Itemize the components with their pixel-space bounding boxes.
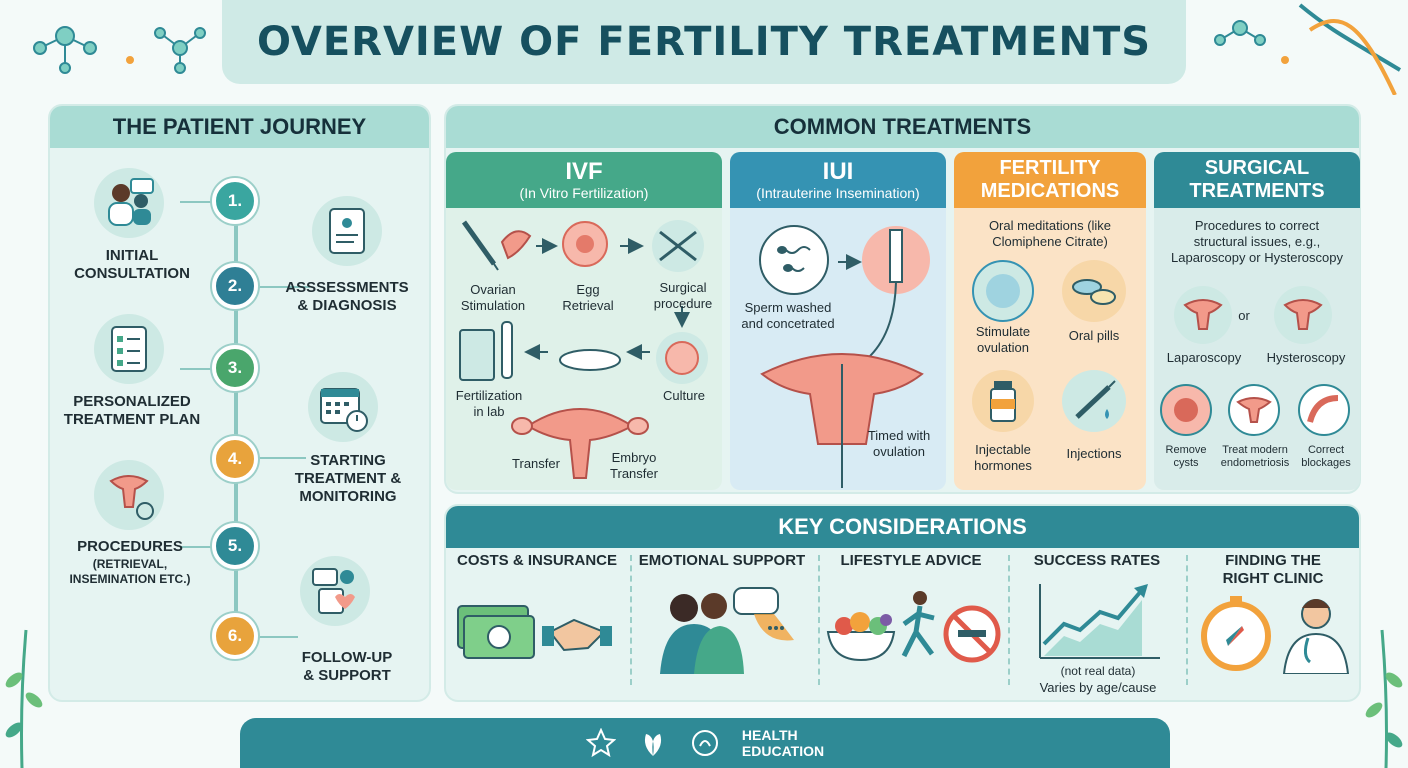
ivf-subtitle: (In Vitro Fertilization) <box>519 185 649 201</box>
blockage-icon <box>1298 384 1350 436</box>
iui-process-illustration <box>759 225 930 488</box>
lifestyle-fruit-running-icon <box>826 591 1001 663</box>
dna-decoration-icon <box>1214 3 1402 95</box>
leaf-decoration-icon <box>5 629 43 768</box>
journey-step-5: 5. <box>212 523 258 569</box>
uterus-procedure-icon <box>94 460 164 530</box>
oral-pills-icon <box>1062 260 1126 322</box>
emotional-support-hug-icon <box>660 587 794 674</box>
journey-step-3: 3. <box>212 345 258 391</box>
medication-injections: Injections <box>1066 446 1122 461</box>
ovulation-egg-icon <box>972 260 1034 322</box>
follow-up-support-icon <box>300 556 370 626</box>
journey-step-1: 1. <box>212 178 258 224</box>
key-emotional-support: EMOTIONAL SUPPORT <box>638 552 806 569</box>
surgical-laparoscopy: Laparoscopy <box>1166 350 1242 365</box>
journey-step-6-label: FOLLOW-UP& SUPPORT <box>301 649 393 684</box>
endometriosis-uterus-icon <box>1228 384 1280 436</box>
journey-step-2-label: ASSSESSMENTS& DIAGNOSIS <box>285 279 409 314</box>
success-rates-chart-icon <box>1039 584 1160 659</box>
journey-step-2: 2. <box>212 263 258 309</box>
journey-step-5-label: PROCEDURES <box>77 538 183 555</box>
key-considerations-panel: KEY CONSIDERATIONS <box>444 504 1361 702</box>
surgical-hysteroscopy: Hysteroscopy <box>1266 350 1346 365</box>
leaf-icon <box>644 734 661 756</box>
key-success-rates: SUCCESS RATES <box>1033 552 1161 569</box>
ivf-process-illustration <box>459 220 708 479</box>
molecule-decoration-icon <box>33 26 206 74</box>
title-banner: OVERVIEW OF FERTILITY TREATMENTS <box>222 0 1186 84</box>
common-treatments-heading: COMMON TREATMENTS <box>446 106 1359 148</box>
surgical-or-label: or <box>1238 308 1250 323</box>
journey-heading: THE PATIENT JOURNEY <box>50 106 429 148</box>
laparoscopy-uterus-icon <box>1174 286 1232 344</box>
journey-step-5-sublabel: (RETRIEVAL,INSEMINATION ETC.) <box>69 557 191 586</box>
injectable-vial-icon <box>972 370 1034 432</box>
success-rates-caption: Varies by age/cause <box>1039 680 1157 695</box>
iui-header: IUI (Intrauterine Insemination) <box>730 152 946 208</box>
key-considerations-heading: KEY CONSIDERATIONS <box>446 506 1359 548</box>
key-costs-insurance: COSTS & INSURANCE <box>456 552 617 569</box>
ivf-step-culture: Culture <box>663 388 705 403</box>
iui-subtitle: (Intrauterine Insemination) <box>756 185 920 201</box>
star-icon <box>585 728 616 758</box>
clipboard-diagnosis-icon <box>312 196 382 266</box>
ivf-title: IVF <box>565 158 603 185</box>
leaf-decoration-right-icon <box>1365 629 1403 768</box>
key-lifestyle-advice: LIFESTYLE ADVICE <box>840 552 982 569</box>
journey-step-4: 4. <box>212 436 258 482</box>
compass-doctor-icon <box>1201 596 1350 674</box>
calendar-clock-icon <box>308 372 378 442</box>
iui-title: IUI <box>822 158 854 185</box>
hysteroscopy-uterus-icon <box>1274 286 1332 344</box>
syringe-icon <box>461 220 499 271</box>
journey-step-6: 6. <box>212 613 258 659</box>
injection-syringe-icon <box>1062 370 1126 432</box>
journey-timeline <box>234 200 238 640</box>
doctor-consultation-icon <box>94 168 164 238</box>
ivf-header: IVF (In Vitro Fertilization) <box>446 152 722 208</box>
health-hands-icon <box>691 730 718 756</box>
medication-oral-pills: Oral pills <box>1068 328 1120 343</box>
cyst-icon <box>1160 384 1212 436</box>
success-rates-note: (not real data) <box>1060 664 1136 678</box>
money-handshake-icon <box>457 605 612 659</box>
page-title: OVERVIEW OF FERTILITY TREATMENTS <box>256 19 1152 65</box>
ivf-step-transfer: Transfer <box>512 456 560 471</box>
checklist-plan-icon <box>94 314 164 384</box>
